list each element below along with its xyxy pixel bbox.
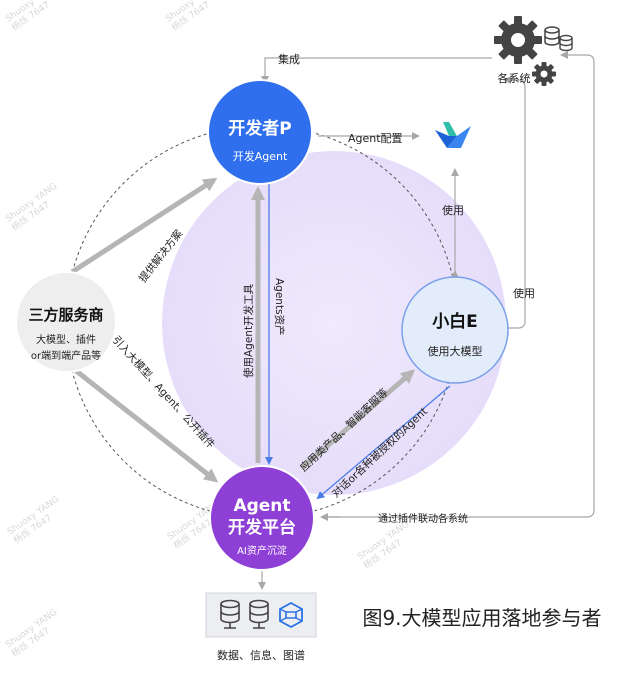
gear-small-icon xyxy=(532,62,556,86)
label-agents-output: Agents资产 xyxy=(273,278,286,336)
label-use-right: 使用 xyxy=(513,287,535,300)
edge-use-right xyxy=(500,76,526,329)
label-plugin-link: 通过插件联动各系统 xyxy=(378,512,468,525)
platform-title-line1: Agent xyxy=(233,496,290,516)
systems-label: 各系统 xyxy=(498,71,531,85)
label-integrate: 集成 xyxy=(278,52,300,66)
vendor-title: 三方服务商 xyxy=(28,306,103,324)
figure-caption: 图9.大模型应用落地参与者 xyxy=(362,606,601,630)
database-icon xyxy=(559,34,573,52)
node-xiaobai: 小白E 使用大模型 xyxy=(401,276,509,384)
edge-provide-solution xyxy=(70,177,218,275)
database-icon xyxy=(220,599,240,629)
developer-subtitle: 开发Agent xyxy=(233,149,288,163)
database-icon xyxy=(249,599,269,629)
edge-apply-products xyxy=(300,369,416,470)
config-logo-icon xyxy=(435,122,471,148)
systems-group: 各系统 xyxy=(494,16,573,86)
label-use-top: 使用 xyxy=(442,204,464,217)
gear-icon xyxy=(494,16,542,64)
edge-dialog xyxy=(316,385,451,500)
graph-cube-icon xyxy=(279,601,303,629)
edge-plugin-link xyxy=(322,51,595,518)
node-developer: 开发者P 开发Agent xyxy=(207,79,313,185)
label-use-dev-tools: 使用Agent开发工具 xyxy=(242,283,255,378)
node-platform: Agent 开发平台 AI资产沉淀 xyxy=(209,465,315,571)
label-agent-config: Agent配置 xyxy=(348,132,403,145)
ecosystem-circle xyxy=(162,151,506,495)
vendor-line1: 大模型、插件 xyxy=(36,333,96,346)
database-icon xyxy=(544,26,560,46)
data-box: 数据、信息、图谱 xyxy=(205,592,317,662)
node-vendor: 三方服务商 大模型、插件 or端到端产品等 xyxy=(15,271,117,373)
edge-introduce xyxy=(73,368,219,483)
platform-subtitle: AI资产沉淀 xyxy=(237,544,287,557)
platform-title-line2: 开发平台 xyxy=(228,517,296,538)
edge-integrate xyxy=(261,57,492,84)
developer-title: 开发者P xyxy=(228,118,291,139)
vendor-line2: or端到端产品等 xyxy=(31,349,101,362)
xiaobai-title: 小白E xyxy=(432,311,478,332)
data-label: 数据、信息、图谱 xyxy=(217,648,305,662)
xiaobai-subtitle: 使用大模型 xyxy=(428,344,483,358)
